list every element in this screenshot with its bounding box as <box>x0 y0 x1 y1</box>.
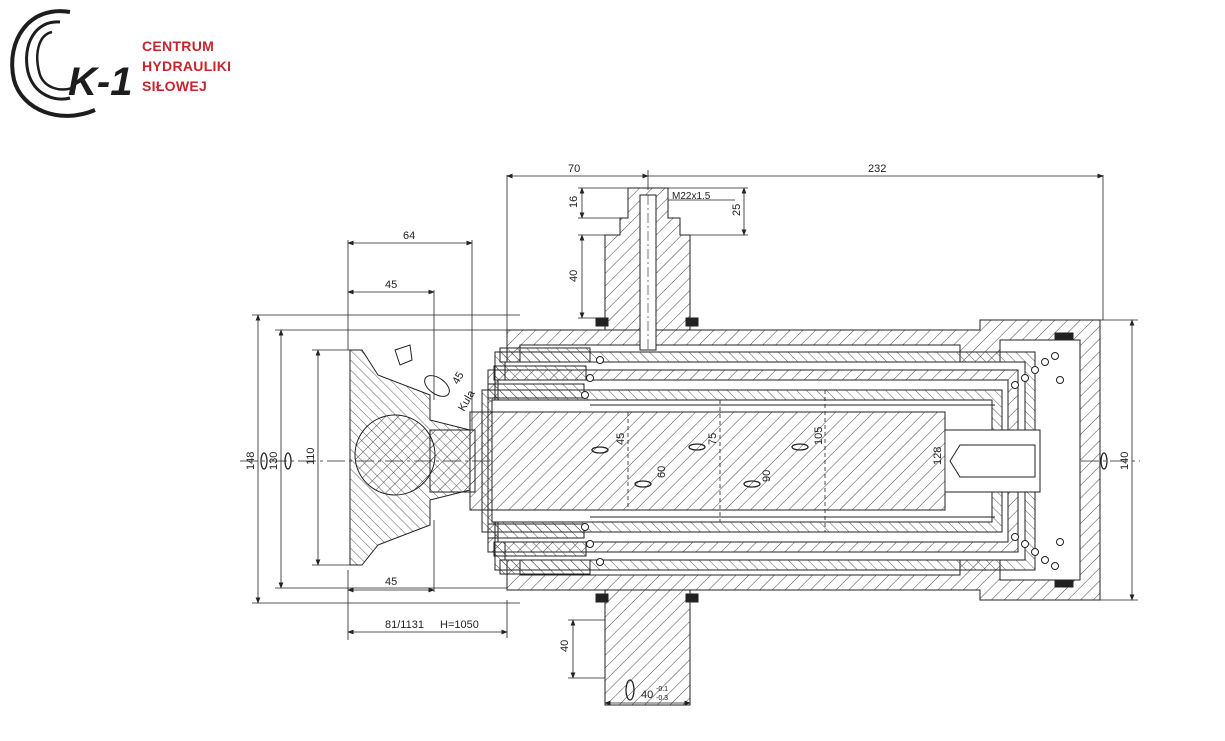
dim-16: 16 <box>568 196 580 208</box>
tol-b: -0.3 <box>656 695 668 702</box>
dim-90: 90 <box>761 470 773 482</box>
logo-line-1: CENTRUM <box>142 38 215 54</box>
dim-64: 64 <box>403 230 415 242</box>
logo-line-2: HYDRAULIKI <box>142 58 232 74</box>
dim-128: 128 <box>932 447 944 465</box>
diameter-symbols <box>260 443 1108 701</box>
dim-h: H=1050 <box>440 619 479 631</box>
logo-text: CENTRUM HYDRAULIKI SIŁOWEJ <box>142 36 231 96</box>
dim-25: 25 <box>731 204 743 216</box>
dim-105: 105 <box>813 427 825 445</box>
dim-stroke: 81/1131 <box>385 619 424 631</box>
dim-ball-45: 45 <box>450 370 467 387</box>
dim-45-rod: 45 <box>615 433 627 445</box>
dim-45-top: 45 <box>385 279 397 291</box>
dim-130: 130 <box>268 452 280 470</box>
dim-70: 70 <box>568 163 580 175</box>
ok1-logo: K-1 <box>10 9 132 118</box>
dim-232: 232 <box>868 163 886 175</box>
dim-148: 148 <box>245 452 257 470</box>
dim-thread: M22x1.5 <box>672 191 711 202</box>
logo-line-3: SIŁOWEJ <box>142 78 208 94</box>
dim-110: 110 <box>305 447 317 465</box>
dim-45-bottom: 45 <box>385 576 397 588</box>
dim-pin-40: 40 <box>641 689 653 701</box>
dim-75: 75 <box>707 433 719 445</box>
dim-ball-kula: Kula <box>456 388 478 414</box>
logo-mark: K-1 <box>68 60 132 104</box>
dim-40-top: 40 <box>568 270 580 282</box>
dim-40-bottom: 40 <box>559 640 571 652</box>
dim-140: 140 <box>1119 452 1131 470</box>
dim-60: 60 <box>656 466 668 478</box>
tol-a: -0.1 <box>656 686 668 693</box>
